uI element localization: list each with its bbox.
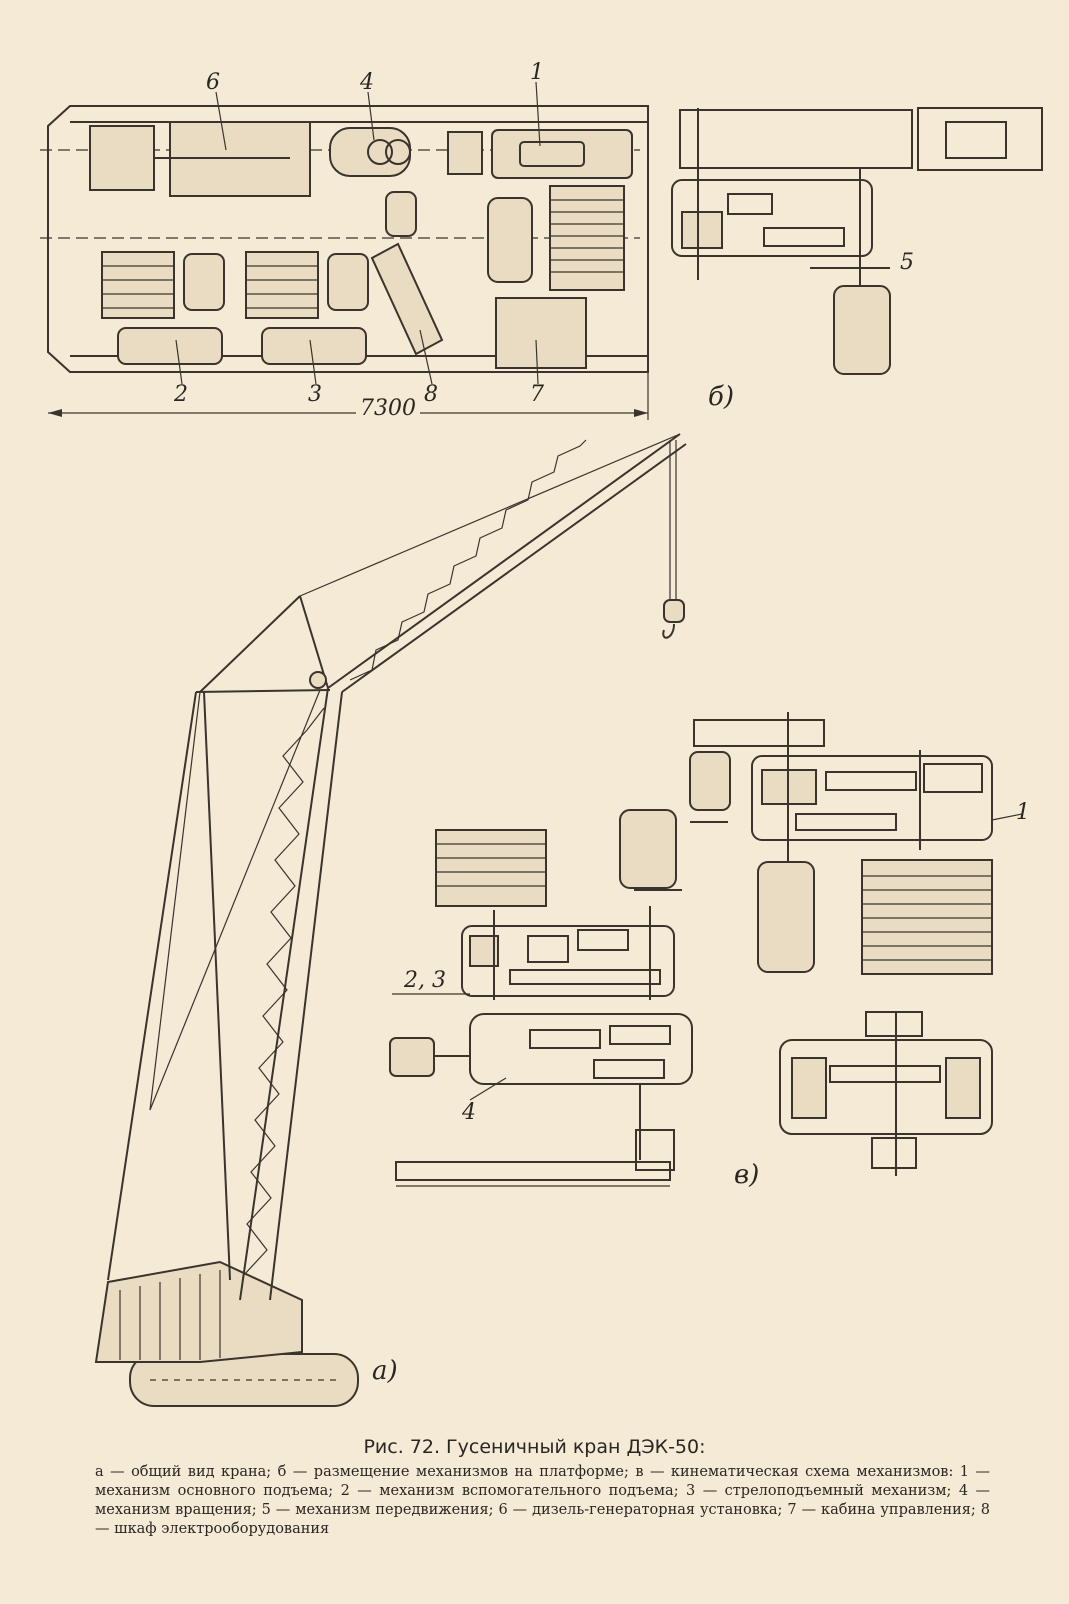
figure-caption-body: а — общий вид крана; б — размещение меха…: [95, 1464, 990, 1537]
travel-mechanism-diagram: [671, 107, 1043, 375]
dimension-7300: 7300: [356, 398, 420, 420]
label-1-kinematic: 1: [1016, 800, 1030, 825]
label-4: 4: [360, 70, 374, 95]
crane-general-view: [94, 433, 687, 1407]
label-part-a: а): [372, 1356, 398, 1386]
figure-caption-title: Рис. 72. Гусеничный кран ДЭК-50:: [363, 1436, 706, 1458]
platform-top-view: [40, 81, 649, 420]
label-5: 5: [900, 250, 914, 275]
label-1-top: 1: [530, 60, 544, 85]
label-part-v: в): [734, 1160, 760, 1190]
label-2: 2: [174, 382, 188, 407]
label-7: 7: [530, 382, 544, 407]
kinematic-scheme: [389, 712, 1023, 1187]
label-4-kinematic: 4: [462, 1100, 476, 1125]
label-8: 8: [424, 382, 438, 407]
label-3: 3: [308, 382, 322, 407]
label-part-b: б): [708, 382, 735, 412]
label-6: 6: [206, 70, 220, 95]
label-2-3: 2, 3: [404, 968, 446, 993]
